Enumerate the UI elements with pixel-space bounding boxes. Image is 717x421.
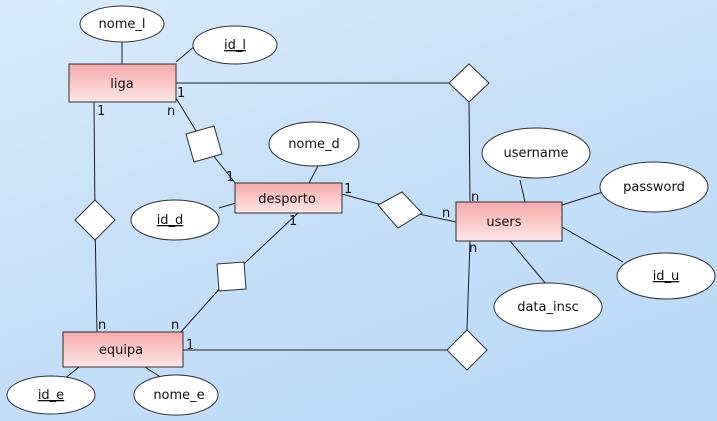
entity-users-box[interactable] [455,201,563,242]
attribute-id_e-shape[interactable] [6,375,96,415]
cardinality-liga-desporto-liga: n [167,104,175,119]
attribute-nome_l[interactable]: nome_l [79,5,165,43]
line-users-id_u [561,226,624,263]
line-desporto-id_d [218,202,237,209]
cardinality-liga-users-liga: 1 [177,86,185,101]
cardinality-desporto-equipa-desporto: 1 [289,214,297,229]
attribute-nome_l-label: nome_l [99,17,146,32]
attribute-nome_d-shape[interactable] [268,121,360,167]
attribute-password-label: password [623,180,685,195]
attribute-data_insc-shape[interactable] [493,282,603,332]
attribute-password[interactable]: password [599,161,709,213]
attribute-nome_e[interactable]: nome_e [133,374,219,416]
attribute-username-shape[interactable] [481,127,591,179]
cardinality-equipa-users-users: n [469,241,477,256]
attribute-id_e-label: id_e [38,388,64,403]
entity-desporto-box[interactable] [234,182,343,214]
attribute-id_l[interactable]: id_l [192,25,278,65]
cardinality-liga-users-users: n [471,190,479,205]
entity-liga-box[interactable] [68,63,177,103]
attribute-id_e[interactable]: id_e [6,375,96,415]
cardinality-equipa-users-equipa: 1 [186,338,194,353]
relationship-liga-users[interactable] [448,63,490,103]
attribute-id_d-shape[interactable] [130,199,220,241]
line-rel-users-users [468,101,471,203]
entity-liga-label: liga [110,77,133,92]
relationship-desporto-equipa[interactable] [216,261,247,292]
relationship-desporto-users[interactable] [377,191,423,229]
entity-liga[interactable]: liga [68,63,177,103]
relationship-liga-equipa[interactable] [74,199,116,241]
cardinality-labels: n 1 1 n 1 n 1 n 1 n 1 n [97,86,479,353]
attribute-username[interactable]: username [481,127,591,179]
line-users-data_insc [509,240,547,285]
cardinality-liga-desporto-desporto: 1 [226,170,234,185]
line-liga-id_l [175,44,197,63]
attribute-id_l-shape[interactable] [192,25,278,65]
attribute-nome_d-label: nome_d [288,137,340,152]
attribute-nome_e-shape[interactable] [133,374,219,416]
attribute-id_l-label: id_l [224,38,246,53]
entity-users[interactable]: users [455,201,563,242]
entity-desporto-label: desporto [258,192,316,207]
relationship-liga-desporto[interactable] [185,125,223,163]
attribute-nome_d[interactable]: nome_d [268,121,360,167]
entity-users-label: users [486,215,521,230]
line-desporto-nome_d [308,165,319,184]
attribute-id_u[interactable]: id_u [616,252,716,300]
entity-desporto[interactable]: desporto [234,182,343,214]
attribute-nome_l-shape[interactable] [79,5,165,43]
cardinality-desporto-equipa-equipa: n [171,318,179,333]
attribute-id_d[interactable]: id_d [130,199,220,241]
attribute-password-shape[interactable] [599,161,709,213]
line-rel-users3-users [466,240,471,331]
attribute-data_insc[interactable]: data_insc [493,282,603,332]
line-users-password [561,191,604,206]
attribute-data_insc-label: data_insc [517,300,579,315]
cardinality-desporto-users-users: n [442,206,450,221]
relationship-equipa-users[interactable] [446,329,488,371]
attribute-id_d-label: id_d [157,213,184,228]
attribute-username-label: username [504,146,569,161]
line-users-username [519,179,526,203]
entity-equipa[interactable]: equipa [62,331,184,368]
relationships [74,63,490,371]
entity-equipa-box[interactable] [62,331,184,368]
attribute-nome_e-label: nome_e [153,388,204,403]
cardinality-liga-equipa-equipa: n [98,318,106,333]
entity-equipa-label: equipa [99,343,143,358]
cardinality-desporto-users-desporto: 1 [344,182,352,197]
attribute-id_u-shape[interactable] [616,252,716,300]
cardinality-liga-equipa-liga: 1 [97,104,105,119]
attribute-id_u-label: id_u [653,269,680,284]
